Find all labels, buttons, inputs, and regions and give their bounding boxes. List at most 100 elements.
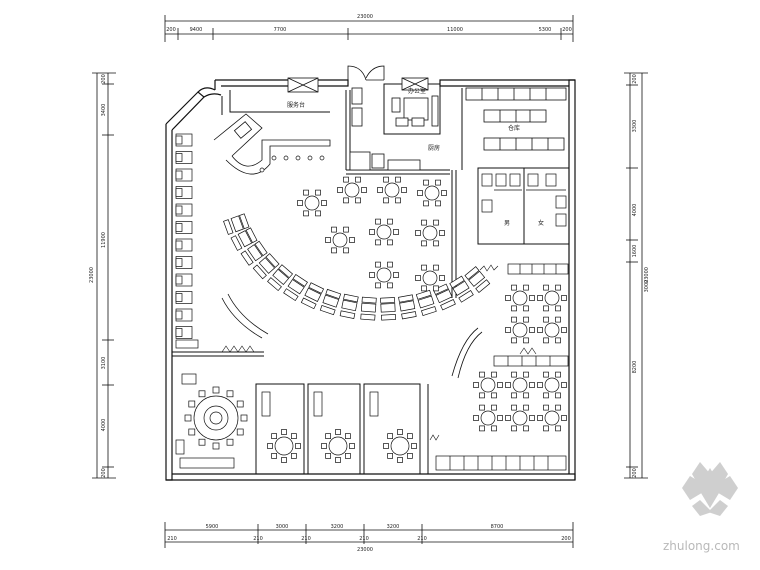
female-wc-label: 女 <box>538 219 544 227</box>
stair-blocks <box>287 77 429 93</box>
right-seg-4: 1600 <box>632 245 638 258</box>
round-table <box>537 284 567 312</box>
bottom-seg-3: 3200 <box>331 524 344 530</box>
office-furniture <box>351 95 439 127</box>
storage-label: 仓库 <box>508 124 520 132</box>
top-seg-5: 5300 <box>539 27 552 33</box>
top-seg-6: 200 <box>562 27 572 33</box>
right-seg-7: 200 <box>632 468 638 478</box>
round-table <box>267 429 301 463</box>
curved-booth <box>240 240 268 266</box>
round-table <box>537 404 567 432</box>
round-table <box>369 218 399 246</box>
round-table <box>297 189 327 217</box>
bottom-overall-dim: 23000 <box>357 547 373 553</box>
reception-stools <box>259 155 325 173</box>
storage-shelves <box>465 87 567 151</box>
round-table <box>383 429 417 463</box>
left-booth <box>175 238 193 252</box>
bottom-seg-1: 5900 <box>206 524 219 530</box>
left-booth <box>175 186 193 199</box>
vip-chair <box>212 442 220 450</box>
right-seg-2: 3300 <box>632 120 638 133</box>
curved-partitions <box>221 293 483 379</box>
reception-label: 服务台 <box>287 101 305 109</box>
left-booth <box>175 308 193 322</box>
top-overall-dim: 23000 <box>357 14 373 20</box>
curved-booth <box>380 297 396 321</box>
right-seg-6: 8200 <box>632 361 638 374</box>
kitchen-label: 厨房 <box>428 144 440 152</box>
left-seg-2: 3400 <box>101 104 107 117</box>
reception-desk <box>213 113 331 175</box>
left-seg-3: 11900 <box>101 232 107 248</box>
curved-booth <box>267 264 294 292</box>
watermark-text: zhulong.com <box>663 539 740 553</box>
round-table <box>505 316 535 344</box>
round-table <box>505 284 535 312</box>
left-booth <box>175 256 193 269</box>
vip-chair <box>236 428 244 436</box>
top-seg-1: 200 <box>166 27 176 33</box>
private-room-sofas <box>175 373 379 469</box>
bottom-wall-5: 210 <box>167 536 177 542</box>
curved-booth <box>432 283 456 311</box>
right-overall-dim: 23000 <box>644 267 650 283</box>
bottom-wall-4: 210 <box>417 536 427 542</box>
top-seg-4: 11000 <box>447 27 463 33</box>
left-booths <box>175 133 199 349</box>
vip-chair <box>198 390 206 398</box>
round-table <box>415 219 445 247</box>
curved-booth <box>223 213 250 235</box>
office-label: 办公室 <box>408 87 426 95</box>
curved-booth <box>283 274 308 302</box>
top-seg-3: 7700 <box>274 27 287 33</box>
left-booth <box>175 291 193 304</box>
left-dimension <box>92 72 116 479</box>
left-seg-5: 4000 <box>101 419 107 432</box>
bottom-wall-1: 210 <box>253 536 263 542</box>
curved-booth <box>449 275 474 303</box>
curved-booth <box>339 293 359 319</box>
vip-chair <box>212 386 220 394</box>
round-tables <box>267 176 567 463</box>
left-booth-end <box>175 339 199 349</box>
curved-booth <box>319 288 342 316</box>
round-table <box>337 176 367 204</box>
curved-booth <box>300 282 325 310</box>
entry-door <box>347 65 385 86</box>
round-table <box>505 404 535 432</box>
left-booth <box>175 326 193 339</box>
male-wc-label: 男 <box>504 220 510 227</box>
vip-chair <box>240 414 248 422</box>
round-table <box>321 429 355 463</box>
round-table <box>415 264 445 292</box>
curved-booth <box>252 253 280 280</box>
vip-chair <box>188 428 196 436</box>
round-table <box>473 404 503 432</box>
top-dimension <box>164 15 574 42</box>
curved-booth-row <box>223 213 491 321</box>
vip-round-table <box>184 386 248 450</box>
right-seg-5: 3000 <box>644 280 650 293</box>
vip-chair <box>184 414 192 422</box>
vip-center <box>209 411 223 425</box>
bottom-seg-5: 8700 <box>491 524 504 530</box>
kitchen-fixtures <box>349 87 421 171</box>
right-seg-1: 200 <box>632 74 638 84</box>
round-table <box>377 176 407 204</box>
left-seg-4: 3100 <box>101 357 107 370</box>
right-dimension <box>624 72 648 479</box>
bottom-wall-2: 210 <box>301 536 311 542</box>
curved-booth <box>464 266 491 294</box>
left-booth <box>175 221 193 234</box>
round-table <box>473 371 503 399</box>
left-booth <box>175 168 193 182</box>
bottom-dimension <box>164 522 574 548</box>
round-table <box>537 316 567 344</box>
curved-booth <box>230 227 258 251</box>
vip-chair <box>198 438 206 446</box>
left-booth <box>175 151 193 164</box>
curved-booth <box>415 289 437 316</box>
curved-booth <box>360 296 377 321</box>
